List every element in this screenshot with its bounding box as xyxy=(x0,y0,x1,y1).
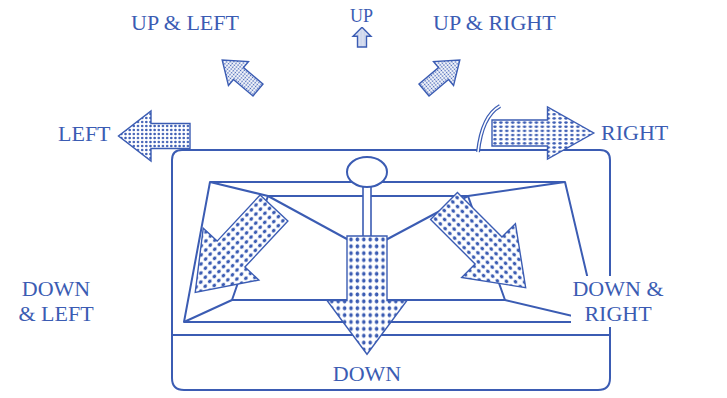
direction-label: UP & LEFT xyxy=(130,10,240,35)
direction-label: DOWN & LEFT xyxy=(16,276,97,327)
direction-label: UP & RIGHT xyxy=(432,10,557,35)
direction-label: DOWN xyxy=(332,361,402,386)
direction-label: UP xyxy=(349,6,374,27)
direction-label: RIGHT xyxy=(600,120,669,145)
direction-label: DOWN & RIGHT xyxy=(571,276,666,327)
direction-label: LEFT xyxy=(57,121,112,146)
direction-arrows xyxy=(119,27,594,354)
